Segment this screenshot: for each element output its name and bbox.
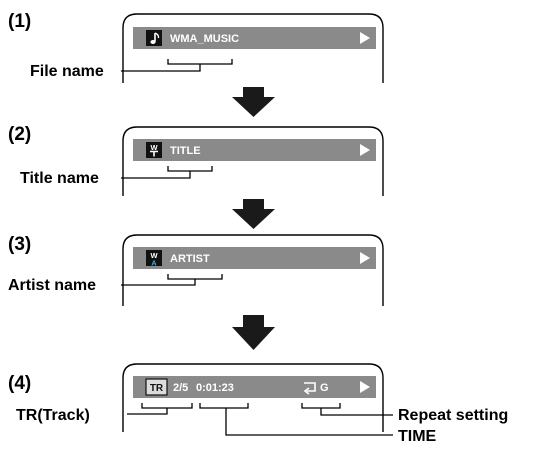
step-4-callouts xyxy=(127,403,393,436)
step-2-display-bar xyxy=(133,139,376,161)
step-2-callout xyxy=(121,166,213,179)
music-note-icon xyxy=(146,30,162,46)
svg-text:W: W xyxy=(150,143,158,152)
down-arrow-icon xyxy=(232,315,275,350)
repeat-setting-callout-label: Repeat setting xyxy=(398,407,508,424)
play-triangle-icon xyxy=(360,252,370,264)
play-triangle-icon xyxy=(360,381,370,393)
step-4-screen: TR 2/5 0:01:23 G xyxy=(122,363,384,432)
step-2-number: (2) xyxy=(8,124,31,145)
step-1-callout xyxy=(121,59,233,72)
play-triangle-icon xyxy=(360,32,370,44)
track-value: 2/5 xyxy=(173,382,188,394)
play-triangle-icon xyxy=(360,144,370,156)
time-value: 0:01:23 xyxy=(196,382,234,394)
step-1-screen: WMA_MUSIC xyxy=(122,13,384,83)
artist-icon: W A xyxy=(146,250,162,268)
step-1-number: (1) xyxy=(8,11,31,32)
step-3-screen: W A ARTIST xyxy=(122,234,384,306)
track-badge-label: TR xyxy=(150,383,164,394)
step-1-file-name-text: WMA_MUSIC xyxy=(170,33,239,45)
step-3-callout-label: Artist name xyxy=(8,277,96,294)
step-3-callout xyxy=(121,274,223,286)
step-3-number: (3) xyxy=(8,234,31,255)
title-icon: W xyxy=(146,142,162,158)
down-arrow-icon xyxy=(232,199,275,229)
step-1-callout-label: File name xyxy=(30,63,104,80)
step-2-callout-label: Title name xyxy=(20,170,99,187)
repeat-value: G xyxy=(320,382,329,394)
step-4-number: (4) xyxy=(8,373,31,394)
repeat-icon xyxy=(303,382,316,395)
time-callout-label: TIME xyxy=(398,428,437,445)
track-badge: TR xyxy=(145,378,168,396)
svg-text:A: A xyxy=(151,259,157,268)
svg-text:W: W xyxy=(150,251,158,260)
step-3-artist-text: ARTIST xyxy=(170,253,210,265)
step-2-title-text: TITLE xyxy=(170,145,201,157)
step-2-screen: W TITLE xyxy=(122,126,384,196)
step-1-display-bar xyxy=(133,27,376,49)
step-3-display-bar xyxy=(133,247,376,269)
step-4-display-bar xyxy=(133,376,376,398)
track-callout-label: TR(Track) xyxy=(16,407,90,424)
down-arrow-icon xyxy=(232,87,275,117)
